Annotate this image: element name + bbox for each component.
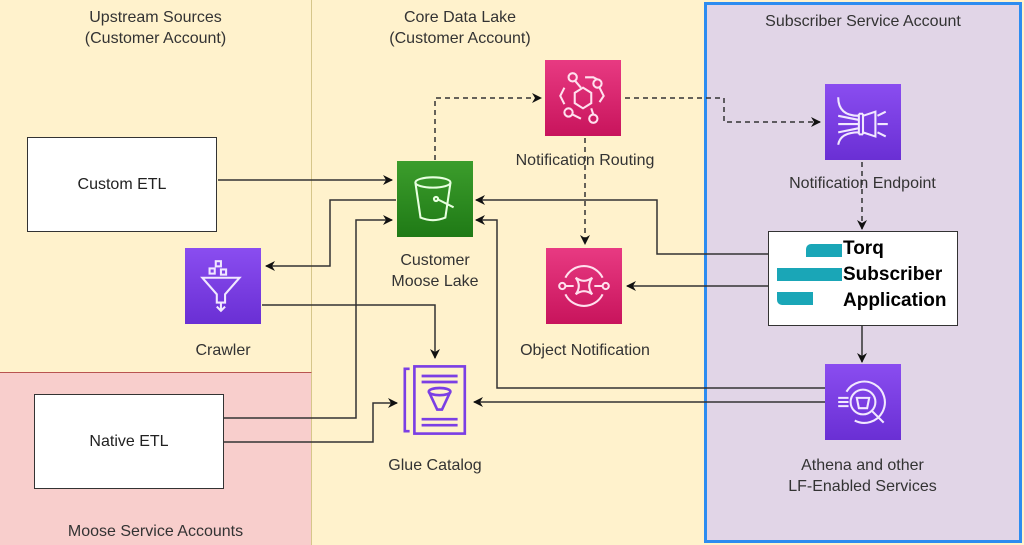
label-line2: Moose Lake	[391, 273, 479, 290]
torq-subscriber-application-box[interactable]: Torq Subscriber Application	[768, 231, 958, 326]
torq-logo-bar-top	[806, 244, 842, 257]
object-notification-node[interactable]	[546, 248, 622, 324]
custom-etl-box[interactable]: Custom ETL	[27, 137, 217, 232]
notification-routing-node[interactable]	[545, 60, 621, 136]
native-etl-label: Native ETL	[89, 432, 169, 450]
object-notification-label: Object Notification	[520, 342, 650, 359]
zone-title-core: Core Data Lake (Customer Account)	[312, 7, 608, 49]
funnel-icon	[200, 260, 242, 313]
bucket-icon	[414, 176, 455, 222]
torq-app-title: Torq Subscriber Application	[843, 236, 946, 314]
zone-title-moose: Moose Service Accounts	[67, 523, 244, 540]
label-line1: Athena and other	[801, 457, 924, 474]
customer-lake-label: Customer Moose Lake	[355, 250, 515, 292]
customer-lake-node[interactable]	[397, 161, 473, 237]
torq-logo-bar-middle	[777, 268, 842, 281]
zone-title-upstream: Upstream Sources (Customer Account)	[0, 7, 311, 49]
endpoint-icon	[837, 97, 888, 145]
torq-app-line1: Torq	[843, 238, 884, 259]
zone-title-line1: Upstream Sources	[89, 9, 222, 26]
label-line2: LF-Enabled Services	[788, 478, 937, 495]
event-bus-icon	[559, 72, 605, 124]
crawler-node[interactable]	[185, 248, 261, 324]
native-etl-box[interactable]: Native ETL	[34, 394, 224, 489]
notification-icon	[558, 265, 610, 307]
crawler-label: Crawler	[195, 342, 251, 359]
torq-logo-bar-bottom	[777, 292, 813, 305]
athena-icon	[838, 380, 886, 424]
label-line1: Customer	[400, 252, 470, 269]
glue-catalog-label: Glue Catalog	[388, 457, 482, 474]
notification-routing-label: Notification Routing	[515, 152, 655, 169]
glue-catalog-node[interactable]	[398, 362, 474, 438]
athena-label: Athena and other LF-Enabled Services	[775, 455, 950, 497]
athena-node[interactable]	[825, 364, 901, 440]
catalog-icon	[403, 365, 467, 435]
zone-title-line2: (Customer Account)	[84, 30, 227, 47]
notification-endpoint-label: Notification Endpoint	[789, 175, 936, 192]
custom-etl-label: Custom ETL	[77, 175, 167, 193]
torq-app-line2: Subscriber	[843, 264, 943, 285]
notification-endpoint-node[interactable]	[825, 84, 901, 160]
zone-title-line2: (Customer Account)	[389, 30, 531, 47]
zone-title-line1: Core Data Lake	[403, 9, 517, 26]
zone-title-subscriber: Subscriber Service Account	[765, 13, 961, 30]
torq-app-line3: Application	[843, 290, 947, 311]
